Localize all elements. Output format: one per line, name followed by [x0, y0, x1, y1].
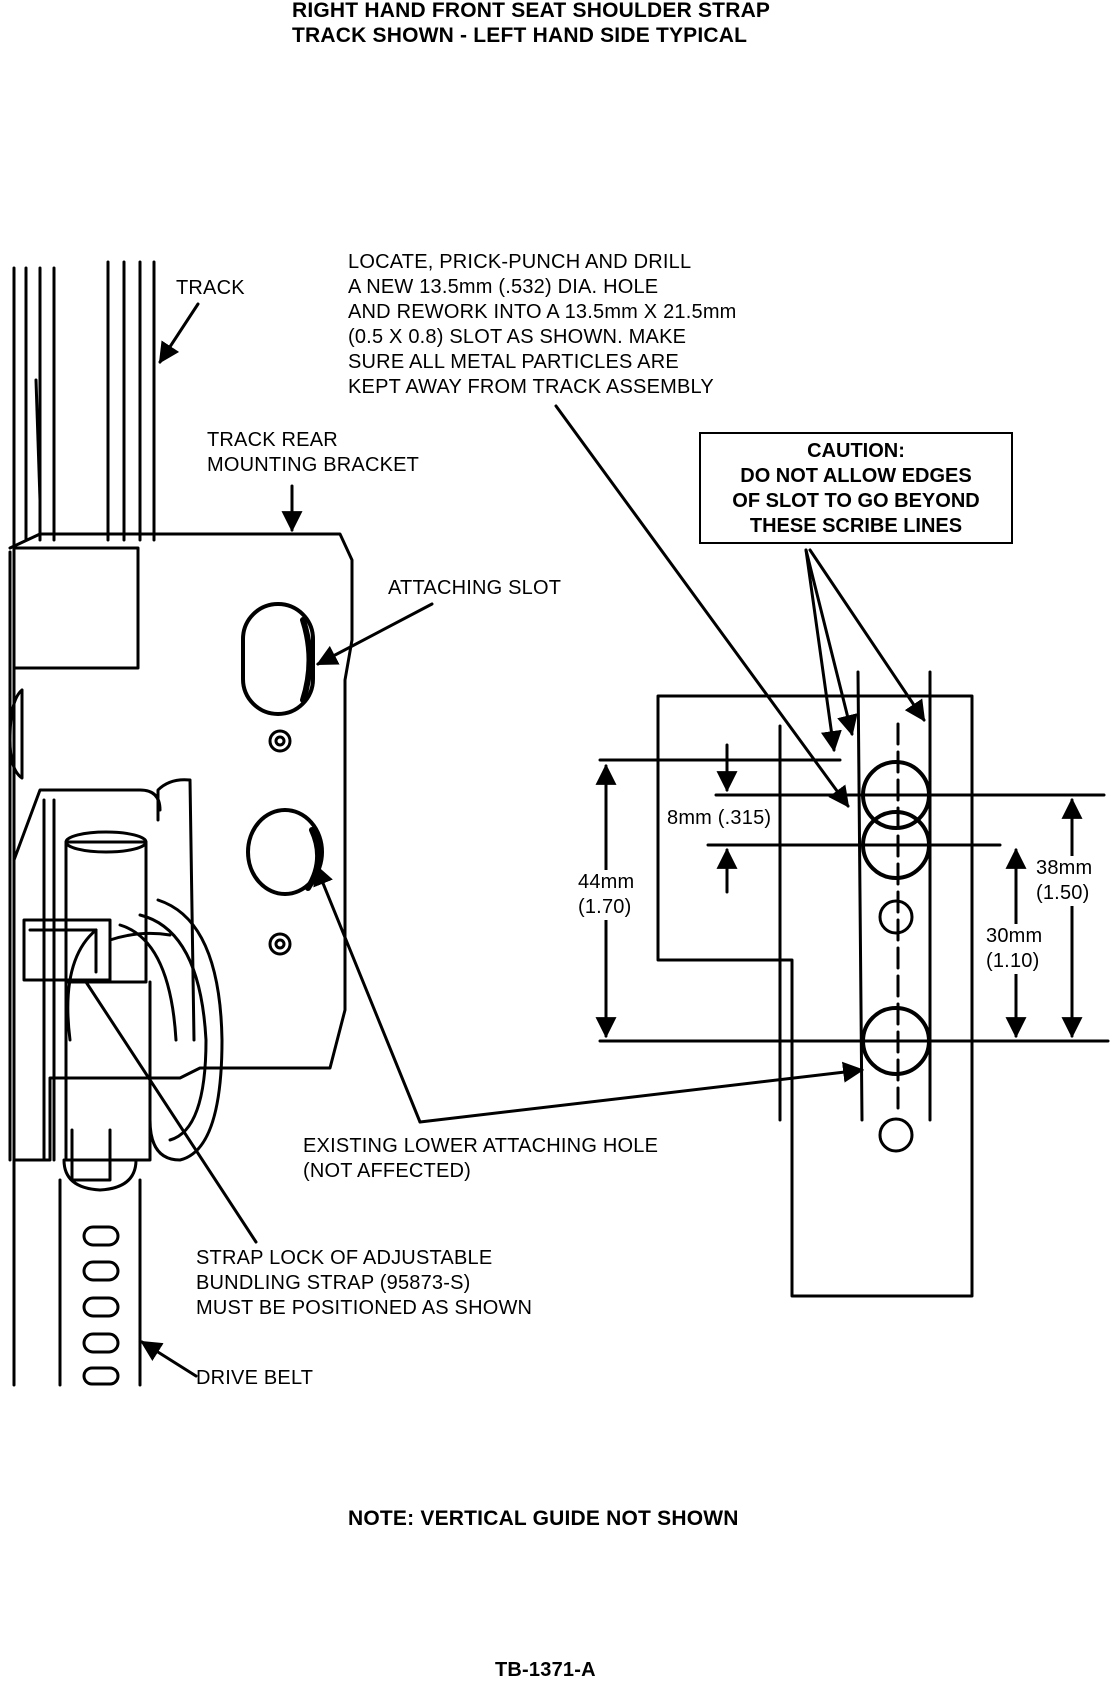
- instruction-line-2: A NEW 13.5mm (.532) DIA. HOLE: [348, 276, 659, 298]
- existing-hole-line-2: (NOT AFFECTED): [303, 1160, 471, 1182]
- drive-belt: [58, 1178, 142, 1387]
- label-strap-lock: STRAP LOCK OF ADJUSTABLE BUNDLING STRAP …: [196, 1246, 532, 1321]
- mounting-bracket: [8, 532, 354, 1162]
- title-line-2: TRACK SHOWN - LEFT HAND SIDE TYPICAL: [292, 24, 748, 47]
- retractor-mechanism: [22, 798, 224, 1192]
- instruction-text: LOCATE, PRICK-PUNCH AND DRILL A NEW 13.5…: [348, 250, 737, 400]
- leader-lines: [84, 302, 926, 1378]
- caution-line-3: OF SLOT TO GO BEYOND: [732, 490, 980, 512]
- note-text: NOTE: VERTICAL GUIDE NOT SHOWN: [348, 1507, 739, 1530]
- diagram-title: RIGHT HAND FRONT SEAT SHOULDER STRAP TRA…: [292, 0, 770, 48]
- track-rails: [12, 260, 156, 1387]
- strap-lock-line-2: BUNDLING STRAP (95873-S): [196, 1272, 471, 1294]
- dim-44mm-line-2: (1.70): [578, 896, 632, 918]
- title-line-1: RIGHT HAND FRONT SEAT SHOULDER STRAP: [292, 0, 771, 22]
- label-track: TRACK: [176, 277, 245, 299]
- label-drive-belt: DRIVE BELT: [196, 1367, 314, 1389]
- strap-lock-line-1: STRAP LOCK OF ADJUSTABLE: [196, 1247, 493, 1269]
- bracket-line-2: MOUNTING BRACKET: [207, 454, 420, 476]
- bracket-line-1: TRACK REAR: [207, 429, 338, 451]
- instruction-line-3: AND REWORK INTO A 13.5mm X 21.5mm: [348, 301, 737, 323]
- label-track-rear-bracket: TRACK REAR MOUNTING BRACKET: [207, 428, 419, 478]
- dim-8mm: 8mm (.315): [665, 806, 774, 831]
- attaching-slot: [241, 602, 315, 716]
- existing-lower-hole: [246, 808, 324, 896]
- existing-hole-line-1: EXISTING LOWER ATTACHING HOLE: [303, 1135, 659, 1157]
- strap-lock-line-3: MUST BE POSITIONED AS SHOWN: [196, 1297, 533, 1319]
- caution-line-1: CAUTION:: [807, 440, 905, 462]
- dim-30mm-line-2: (1.10): [986, 950, 1040, 972]
- dim-30mm: 30mm (1.10): [986, 924, 1043, 974]
- label-attaching-slot: ATTACHING SLOT: [388, 577, 562, 599]
- instruction-line-1: LOCATE, PRICK-PUNCH AND DRILL: [348, 251, 692, 273]
- detail-plate: [595, 670, 1110, 1298]
- dim-44mm: 44mm (1.70): [578, 870, 635, 920]
- dim-38mm: 38mm (1.50): [1036, 856, 1093, 906]
- dim-38mm-line-1: 38mm: [1036, 857, 1093, 879]
- figure-id: TB-1371-A: [495, 1659, 596, 1681]
- instruction-line-4: (0.5 X 0.8) SLOT AS SHOWN. MAKE: [348, 326, 687, 348]
- dim-44mm-line-1: 44mm: [578, 871, 635, 893]
- mounting-hole: [268, 932, 292, 956]
- caution-box: CAUTION: DO NOT ALLOW EDGES OF SLOT TO G…: [699, 432, 1013, 544]
- instruction-line-6: KEPT AWAY FROM TRACK ASSEMBLY: [348, 376, 714, 398]
- caution-line-4: THESE SCRIBE LINES: [749, 515, 963, 537]
- label-existing-hole: EXISTING LOWER ATTACHING HOLE (NOT AFFEC…: [303, 1134, 658, 1184]
- caution-line-2: DO NOT ALLOW EDGES: [740, 465, 972, 487]
- instruction-line-5: SURE ALL METAL PARTICLES ARE: [348, 351, 679, 373]
- dim-38mm-line-2: (1.50): [1036, 882, 1090, 904]
- mounting-hole: [268, 729, 292, 753]
- dim-30mm-line-1: 30mm: [986, 925, 1043, 947]
